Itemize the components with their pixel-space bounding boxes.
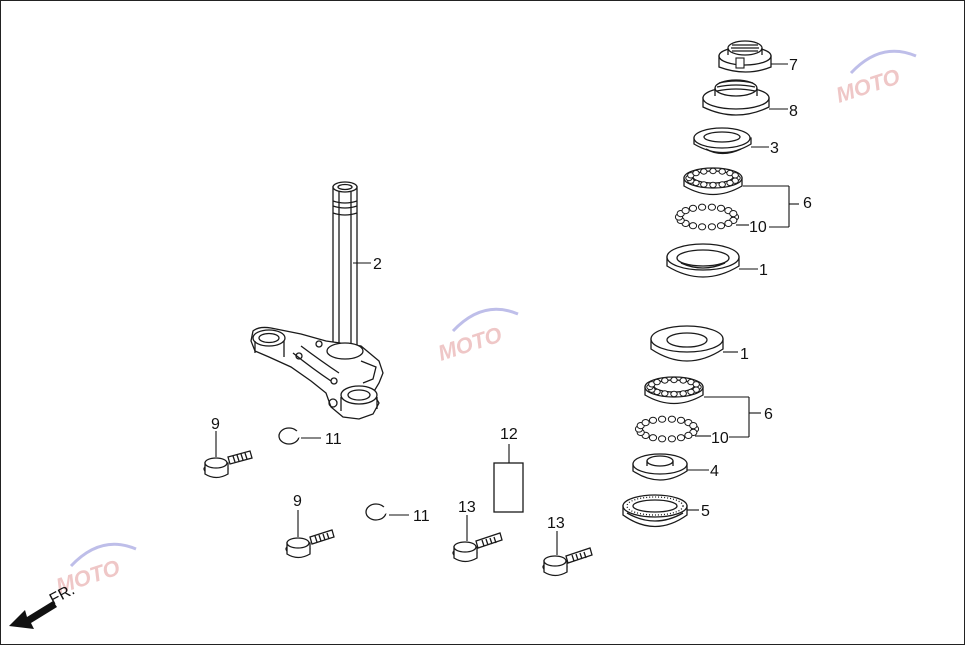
part-2-steering-stem (250, 181, 384, 420)
watermark-text: MOTO (435, 322, 505, 366)
steel-ball (692, 381, 700, 388)
part-10-steel-balls-lower (634, 415, 700, 443)
callout-5: 5 (701, 503, 710, 520)
steel-ball (679, 377, 687, 384)
callout-3: 3 (770, 140, 779, 157)
callout-13: 13 (458, 499, 476, 516)
part-4-inner-race (632, 453, 688, 481)
steel-ball (698, 203, 707, 211)
steel-ball (718, 181, 726, 188)
callout-1-lower: 1 (740, 346, 749, 363)
bearing-balls (646, 376, 702, 398)
watermark-text: MOTO (833, 64, 903, 108)
part-8-adjusting-nut (702, 79, 770, 116)
steel-ball (670, 390, 678, 398)
callout-7: 7 (789, 57, 798, 74)
steel-ball (667, 415, 677, 423)
steel-ball (688, 222, 698, 230)
steel-ball (700, 181, 708, 188)
watermark-logo-center: MOTO (435, 307, 519, 366)
steel-ball (684, 431, 693, 439)
steel-ball (700, 168, 708, 175)
steel-ball (692, 169, 700, 177)
callout-10-lower: 10 (711, 430, 729, 447)
steel-ball (687, 388, 695, 396)
steel-ball (726, 179, 734, 187)
callout-13-right: 13 (547, 515, 565, 532)
steel-ball (658, 415, 667, 423)
callout-9-lower: 9 (293, 493, 302, 510)
steel-ball (676, 416, 686, 424)
callout-12: 12 (500, 426, 518, 443)
steel-ball (716, 222, 726, 230)
steel-ball (679, 390, 687, 397)
steel-ball (648, 434, 658, 442)
part-6-bearing-cage-lower (644, 376, 704, 405)
steel-ball (724, 219, 733, 227)
steel-ball (661, 390, 669, 397)
steel-ball (641, 419, 650, 427)
part-9-flange-bolt-lower (285, 529, 335, 559)
steel-ball (731, 172, 739, 179)
callout-1: 1 (759, 262, 768, 279)
part-11-spring-washer-upper (278, 427, 302, 445)
steel-ball (681, 207, 690, 215)
watermark-logo-top-right: MOTO (833, 49, 917, 108)
steel-ball (667, 435, 677, 443)
callout-4: 4 (710, 463, 719, 480)
callout-2: 2 (373, 256, 382, 273)
steel-ball (716, 204, 726, 212)
part-13-flange-bolt-right (542, 547, 593, 577)
steel-ball (709, 181, 717, 189)
part-11-spring-washer-lower (365, 503, 389, 521)
part-6-bearing-cage-upper (683, 167, 743, 196)
steel-ball (707, 203, 717, 211)
bearing-balls (685, 167, 741, 189)
steel-ball (670, 376, 678, 384)
part-5-dust-seal (622, 494, 688, 528)
callout-9: 9 (211, 416, 220, 433)
steel-ball (729, 210, 738, 218)
steel-ball (653, 378, 661, 386)
part-1-outer-race-upper (666, 243, 740, 278)
callout-10: 10 (749, 219, 767, 236)
part-12-label-sticker (493, 462, 524, 513)
steel-ball (718, 168, 726, 175)
steel-ball (648, 416, 658, 424)
steel-ball (658, 435, 667, 443)
steel-ball (689, 422, 698, 430)
part-3-upper-race (693, 127, 752, 155)
steel-ball (707, 223, 717, 231)
part-7-lock-nut (718, 40, 772, 73)
part-10-steel-balls-upper (674, 203, 740, 231)
steel-ball (661, 377, 669, 384)
callout-6-lower: 6 (764, 406, 773, 423)
steel-ball (688, 204, 698, 212)
callout-8: 8 (789, 103, 798, 120)
steel-ball (676, 434, 686, 442)
steel-ball (709, 167, 717, 175)
front-direction-arrow-icon (9, 601, 57, 629)
steel-ball (698, 223, 707, 231)
callout-11: 11 (325, 431, 342, 448)
part-9-flange-bolt-upper (203, 450, 253, 479)
callout-6: 6 (803, 195, 812, 212)
callout-11-lower: 11 (413, 508, 430, 525)
part-1-outer-race-lower (650, 325, 724, 362)
part-13-flange-bolt-left (452, 532, 503, 563)
